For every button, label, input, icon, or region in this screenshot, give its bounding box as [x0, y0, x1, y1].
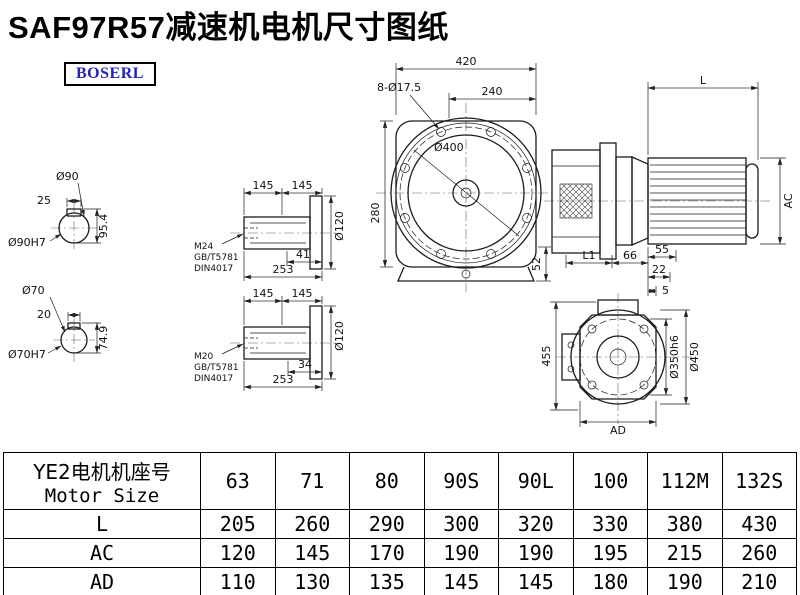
- dim-253-bottom: 253: [273, 373, 294, 386]
- dim-34: 34: [298, 358, 312, 371]
- dim-dia-90: Ø90: [56, 170, 79, 183]
- table-cell: 170: [349, 538, 425, 568]
- table-cell: 145: [274, 538, 350, 568]
- side-view-dimensions: L AC L1 66 55 22 5: [565, 74, 795, 297]
- table-cell: 430: [721, 509, 797, 539]
- table-cell: 215: [647, 538, 723, 568]
- row-label: AD: [3, 567, 201, 595]
- motor-size-label-cn: YE2电机机座号: [33, 459, 171, 484]
- dim-240: 240: [482, 85, 503, 98]
- dim-dia-450: Ø450: [688, 342, 701, 372]
- table-cell: 63: [200, 452, 276, 510]
- table-cell: 180: [572, 567, 648, 595]
- row-label: AC: [3, 538, 201, 568]
- side-view: [544, 142, 772, 260]
- motor-size-table: YE2电机机座号 Motor Size 63 71 80 90S 90L 100…: [3, 452, 797, 595]
- table-header-row: YE2电机机座号 Motor Size 63 71 80 90S 90L 100…: [3, 452, 797, 510]
- table-cell: 110: [200, 567, 276, 595]
- table-cell: 190: [423, 538, 499, 568]
- table-cell: 300: [423, 509, 499, 539]
- dim-280: 280: [369, 203, 382, 224]
- front-view: [376, 103, 556, 292]
- shaft-section-70: 20 Ø70 74.9 Ø70H7: [8, 284, 110, 362]
- table-cell: 210: [721, 567, 797, 595]
- dim-145-c: 145: [253, 287, 274, 300]
- thread-label-m20: M20: [194, 352, 213, 362]
- table-cell: 260: [274, 509, 350, 539]
- dim-22: 22: [652, 263, 666, 276]
- table-cell: 130: [274, 567, 350, 595]
- dim-dia-120-top: Ø120: [333, 211, 346, 241]
- dim-key-height-70: 74.9: [97, 326, 110, 351]
- table-cell: 112M: [647, 452, 723, 510]
- table-row-AD: AD 110 130 135 145 145 180 190 210: [3, 567, 797, 595]
- thread-label-m24: M24: [194, 242, 213, 252]
- dim-L1: L1: [582, 249, 595, 262]
- table-cell: 380: [647, 509, 723, 539]
- technical-drawing: 25 Ø90 95.4 Ø90H7 20 Ø70 74.9: [8, 55, 795, 437]
- std-din4017-top: DIN4017: [194, 264, 233, 274]
- table-cell: 100: [572, 452, 648, 510]
- page-title: SAF97R57减速机电机尺寸图纸: [8, 10, 449, 45]
- table-cell: 71: [274, 452, 350, 510]
- table-cell: 135: [349, 567, 425, 595]
- dim-66: 66: [623, 249, 637, 262]
- output-shaft-top: 145 145 Ø120 M24 GB/T5781 DIN4017 41 253: [194, 179, 346, 281]
- dim-key-height-90: 95.4: [97, 214, 110, 239]
- table-cell: 132S: [721, 452, 797, 510]
- table-cell: 145: [498, 567, 574, 595]
- table-cell: 190: [647, 567, 723, 595]
- dim-L: L: [700, 74, 707, 87]
- dim-keyway-width-90: 25: [37, 194, 51, 207]
- table-cell: 120: [200, 538, 276, 568]
- dim-253-top: 253: [273, 263, 294, 276]
- dim-dia-400: Ø400: [434, 141, 464, 154]
- table-header-cell: YE2电机机座号 Motor Size: [3, 452, 201, 510]
- table-cell: 195: [572, 538, 648, 568]
- dim-5: 5: [662, 284, 669, 297]
- motor-size-label-en: Motor Size: [44, 484, 160, 507]
- row-label: L: [3, 509, 201, 539]
- table-row-L: L 205 260 290 300 320 330 380 430: [3, 509, 797, 539]
- table-row-AC: AC 120 145 170 190 190 195 215 260: [3, 538, 797, 568]
- dim-fit-90: Ø90H7: [8, 236, 46, 249]
- std-gb-t5781-top: GB/T5781: [194, 253, 239, 263]
- table-cell: 205: [200, 509, 276, 539]
- output-view-dimensions: 455 Ø350h6 Ø450 AD: [540, 301, 701, 437]
- dim-dia-120-bottom: Ø120: [333, 321, 346, 351]
- std-gb-t5781-bottom: GB/T5781: [194, 363, 239, 373]
- dim-455: 455: [540, 346, 553, 367]
- shaft-section-90: 25 Ø90 95.4 Ø90H7: [8, 170, 110, 251]
- dim-dia-350: Ø350h6: [668, 335, 681, 379]
- table-cell: 90L: [498, 452, 574, 510]
- table-cell: 330: [572, 509, 648, 539]
- dim-145-a: 145: [253, 179, 274, 192]
- dim-AD: AD: [610, 424, 626, 437]
- table-cell: 145: [423, 567, 499, 595]
- boserl-logo: BOSERL: [64, 62, 156, 86]
- dim-420: 420: [456, 55, 477, 68]
- dim-41: 41: [296, 248, 310, 261]
- table-cell: 190: [498, 538, 574, 568]
- dim-55: 55: [655, 243, 669, 256]
- dim-dia-70: Ø70: [22, 284, 45, 297]
- table-cell: 80: [349, 452, 425, 510]
- dim-keyway-width-70: 20: [37, 308, 51, 321]
- dim-fit-70: Ø70H7: [8, 348, 46, 361]
- front-view-dimensions: 420 240 8-Ø17.5 Ø400 280 52: [369, 55, 551, 282]
- table-cell: 290: [349, 509, 425, 539]
- dim-bolt-holes: 8-Ø17.5: [377, 81, 421, 94]
- dim-52: 52: [530, 257, 543, 271]
- std-din4017-bottom: DIN4017: [194, 374, 233, 384]
- table-cell: 90S: [423, 452, 499, 510]
- dim-145-d: 145: [292, 287, 313, 300]
- output-shaft-bottom: 145 145 Ø120 M20 GB/T5781 DIN4017 34 253: [194, 287, 346, 391]
- dim-AC: AC: [782, 193, 795, 208]
- table-cell: 260: [721, 538, 797, 568]
- table-cell: 320: [498, 509, 574, 539]
- dim-145-b: 145: [292, 179, 313, 192]
